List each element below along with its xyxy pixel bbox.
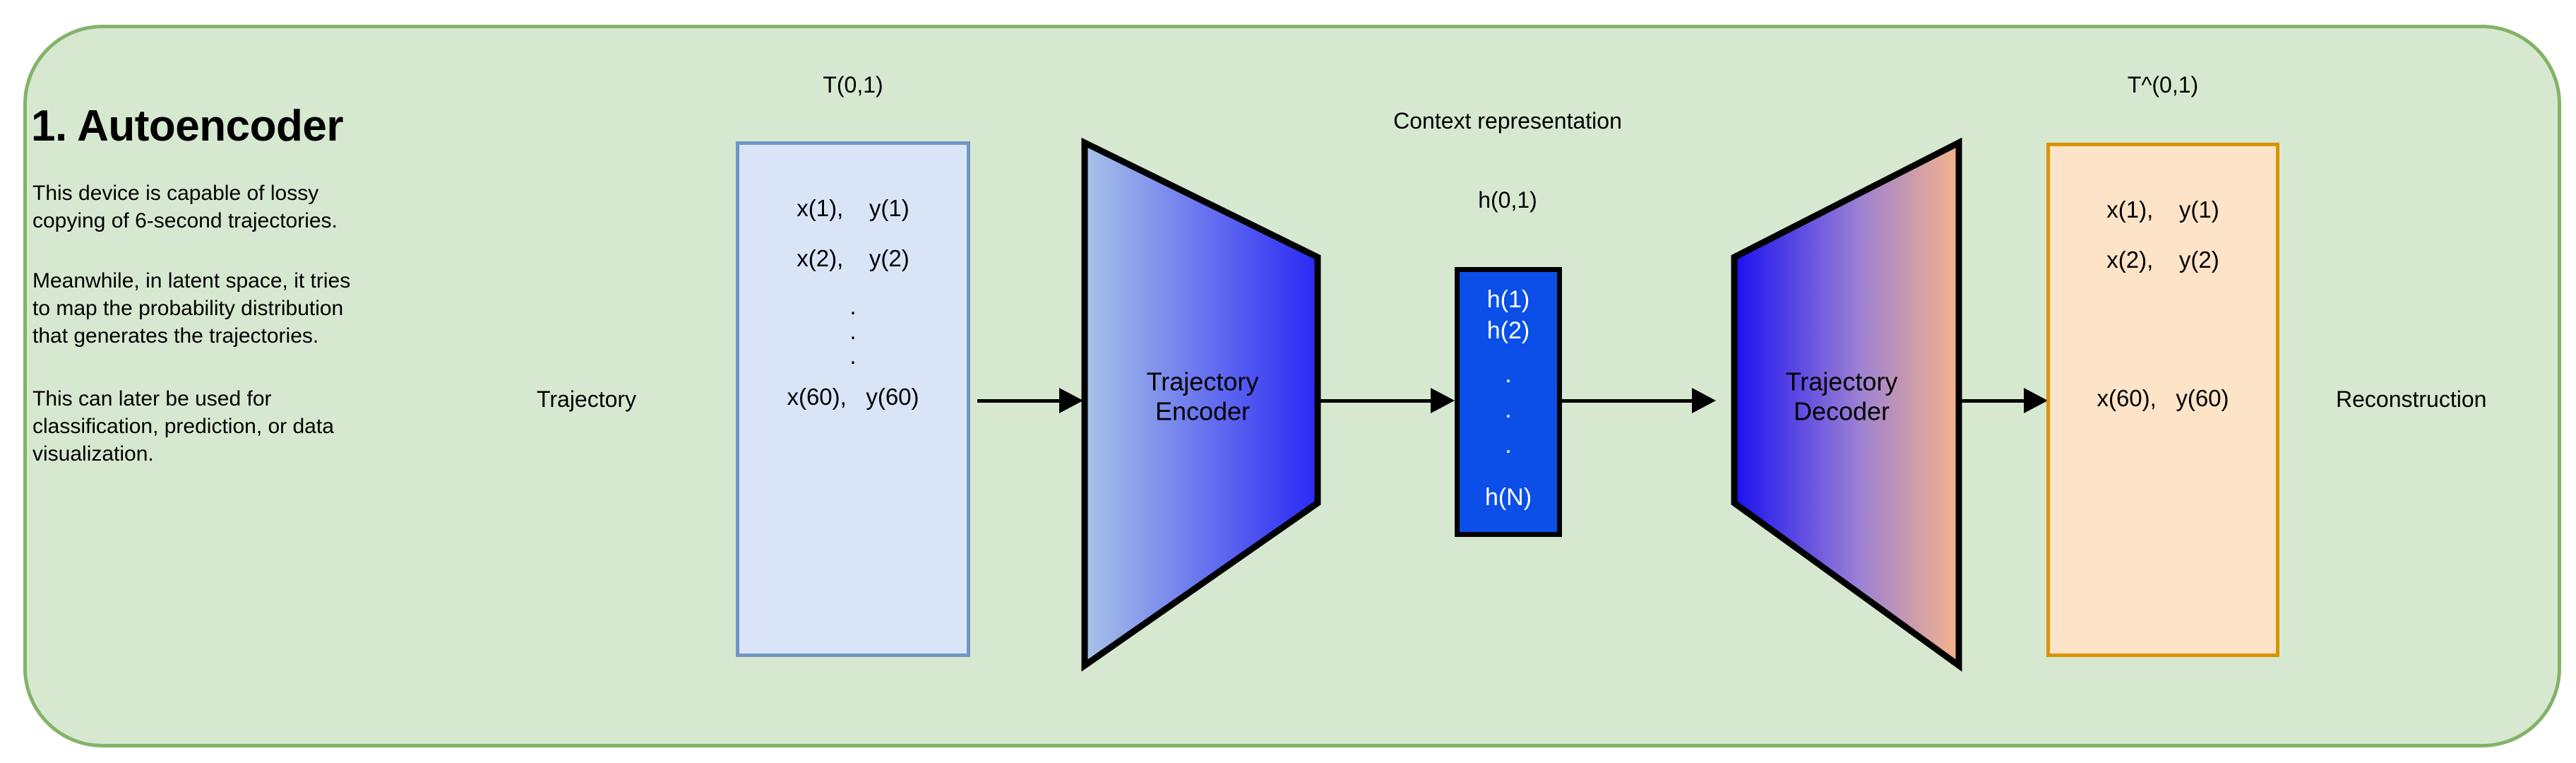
output-row-2: x(2), y(2) xyxy=(2106,247,2219,273)
output-row-last: x(60), y(60) xyxy=(2097,385,2229,411)
description-paragraph-3: This can later be used for classificatio… xyxy=(32,387,334,466)
latent-ellipsis-2: . xyxy=(1505,396,1512,423)
output-row-1: x(1), y(1) xyxy=(2106,196,2219,223)
description-paragraph-2: Meanwhile, in latent space, it tries to … xyxy=(32,269,351,348)
latent-ellipsis-1: . xyxy=(1505,361,1512,388)
input-row-2: x(2), y(2) xyxy=(797,245,910,271)
trajectory-encoder-shape xyxy=(1078,136,1325,673)
input-ellipsis-3: . xyxy=(849,343,857,369)
trajectory-input-box: x(1), y(1) x(2), y(2) . . . x(60), y(60) xyxy=(736,141,970,657)
latent-ellipsis-3: . xyxy=(1505,432,1512,459)
input-ellipsis-2: . xyxy=(849,318,857,344)
trajectory-decoder-label: Trajectory Decoder xyxy=(1785,367,1898,426)
output-tensor-label: T^(0,1) xyxy=(2127,72,2199,97)
page-title: 1. Autoencoder xyxy=(31,102,344,150)
description-paragraph-1: This device is capable of lossy copying … xyxy=(32,182,338,232)
context-representation-label: Context representation xyxy=(1393,108,1622,134)
latent-row-last: h(N) xyxy=(1484,484,1532,511)
latent-tensor-label: h(0,1) xyxy=(1478,187,1537,213)
trajectory-decoder-shape xyxy=(1712,136,1966,673)
context-representation-box: h(1) h(2) . . . h(N) xyxy=(1455,267,1562,537)
input-row-1: x(1), y(1) xyxy=(797,195,910,221)
trajectory-label: Trajectory xyxy=(537,386,637,412)
latent-row-2: h(2) xyxy=(1486,317,1530,344)
input-row-last: x(60), y(60) xyxy=(787,384,919,410)
input-ellipsis-1: . xyxy=(849,293,857,319)
trajectory-encoder-label: Trajectory Encoder xyxy=(1146,367,1259,426)
reconstruction-output-box: x(1), y(1) x(2), y(2) x(60), y(60) xyxy=(2046,143,2279,657)
latent-row-1: h(1) xyxy=(1486,286,1530,313)
input-tensor-label: T(0,1) xyxy=(823,72,883,97)
reconstruction-label: Reconstruction xyxy=(2336,386,2487,412)
